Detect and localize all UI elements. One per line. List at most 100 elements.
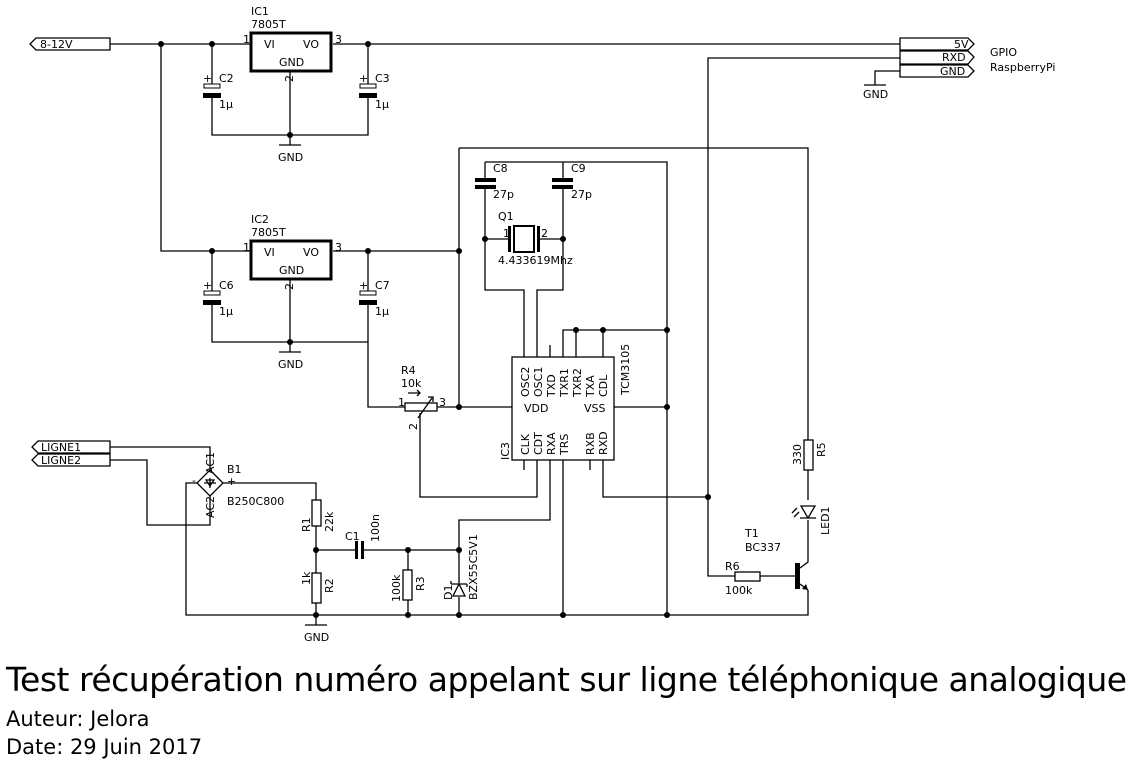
label: R4 xyxy=(401,364,416,377)
label: + xyxy=(203,279,212,292)
label: 1µ xyxy=(219,305,233,318)
label: BZX55C5V1 xyxy=(467,534,480,600)
ic2-regulator: IC2 7805T VI VO GND 1 3 2 xyxy=(243,213,342,290)
label: R5 xyxy=(815,442,828,457)
label: 7805T xyxy=(251,18,286,31)
label: C2 xyxy=(219,72,234,85)
bridge-rectifier-b1: B1 B250C800 AC1 AC2 - + xyxy=(192,452,284,518)
label: D1 xyxy=(442,585,455,600)
label: LIGNE1 xyxy=(41,441,81,454)
label: VO xyxy=(303,246,319,259)
ic1-regulator: IC1 7805T VI VO GND 1 3 2 xyxy=(243,5,342,82)
port-ligne1: LIGNE1 xyxy=(31,440,111,454)
label: GND xyxy=(863,88,888,101)
label: TCM3105 xyxy=(619,344,632,396)
zener-diode-d1: D1 BZX55C5V1 xyxy=(442,534,480,600)
label: 1 xyxy=(243,241,250,254)
label: LIGNE2 xyxy=(41,454,81,467)
label: BC337 xyxy=(745,541,781,554)
label: 3 xyxy=(335,241,342,254)
label: + xyxy=(227,475,236,488)
label: 8-12V xyxy=(40,38,73,51)
label: 5V xyxy=(954,38,969,51)
label: 100k xyxy=(390,574,403,602)
label: TXA xyxy=(584,375,597,398)
label: 2 xyxy=(541,227,548,240)
label: + xyxy=(359,279,368,292)
crystal-q1: Q1 1 2 4.433619Mhz xyxy=(498,210,573,267)
label: 2 xyxy=(283,75,296,82)
label: 100k xyxy=(725,584,753,597)
resistor-r1: R1 22k xyxy=(300,499,336,532)
label: 2 xyxy=(283,283,296,290)
label: C3 xyxy=(375,72,390,85)
label: 1µ xyxy=(375,98,389,111)
label: OSC2 xyxy=(519,367,532,397)
label: RXA xyxy=(545,432,558,455)
gnd-symbols: GND GND GND GND xyxy=(278,84,888,644)
label: T1 xyxy=(744,527,759,540)
label: VSS xyxy=(584,402,606,415)
schematic-title: Test récupération numéro appelant sur li… xyxy=(6,660,1127,699)
gpio-connector: 5V RXD GND GPIO RaspberryPi xyxy=(899,37,1055,78)
label: AC2 xyxy=(204,496,217,518)
led-led1: LED1 xyxy=(791,505,832,535)
label: GND xyxy=(278,358,303,371)
date: Date: 29 Juin 2017 xyxy=(6,735,203,759)
label: LED1 xyxy=(819,506,832,535)
label: TXD xyxy=(545,374,558,398)
label: 3 xyxy=(439,396,446,409)
label: VI xyxy=(264,246,275,259)
junctions xyxy=(158,41,711,618)
label: RXD xyxy=(942,51,966,64)
label: 1 xyxy=(503,227,510,240)
label: RXD xyxy=(597,431,610,455)
label: 100n xyxy=(369,514,382,542)
capacitor-c7: + C7 1µ xyxy=(359,279,390,318)
label: VI xyxy=(264,38,275,51)
label: 27p xyxy=(493,188,514,201)
label: 22k xyxy=(323,511,336,532)
label: CLK xyxy=(519,433,532,455)
label: C8 xyxy=(493,162,508,175)
label: TRS xyxy=(558,434,571,456)
potentiometer-r4: R4 10k 1 3 2 xyxy=(398,364,446,430)
label: R6 xyxy=(725,560,740,573)
capacitor-c8: C8 27p xyxy=(475,162,514,201)
label: B1 xyxy=(227,463,242,476)
label: 4.433619Mhz xyxy=(498,254,573,267)
label: IC3 xyxy=(499,442,512,460)
label: C9 xyxy=(571,162,586,175)
resistor-r6: R6 100k xyxy=(725,560,761,597)
label: 1µ xyxy=(375,305,389,318)
label: RaspberryPi xyxy=(990,61,1055,74)
label: Q1 xyxy=(498,210,514,223)
label: R2 xyxy=(323,578,336,593)
resistor-r5: 330 R5 xyxy=(791,439,828,471)
label: AC1 xyxy=(204,452,217,474)
port-8-12v: 8-12V xyxy=(29,37,111,51)
port-ligne2: LIGNE2 xyxy=(31,453,111,467)
label: CDL xyxy=(597,374,610,397)
label: RXB xyxy=(584,432,597,455)
label: R3 xyxy=(414,576,427,591)
label: GND xyxy=(279,56,304,69)
label: 330 xyxy=(791,444,804,465)
label: C6 xyxy=(219,279,234,292)
label: C7 xyxy=(375,279,390,292)
label: GND xyxy=(940,65,965,78)
label: VDD xyxy=(524,402,548,415)
label: + xyxy=(203,72,212,85)
wires xyxy=(110,43,900,625)
label: 1k xyxy=(300,571,313,585)
label: - xyxy=(192,474,196,487)
label: OSC1 xyxy=(532,367,545,397)
label: GND xyxy=(278,151,303,164)
label: TXR1 xyxy=(558,368,571,398)
capacitor-c1: C1 100n xyxy=(345,514,382,559)
capacitor-c6: + C6 1µ xyxy=(203,279,234,318)
